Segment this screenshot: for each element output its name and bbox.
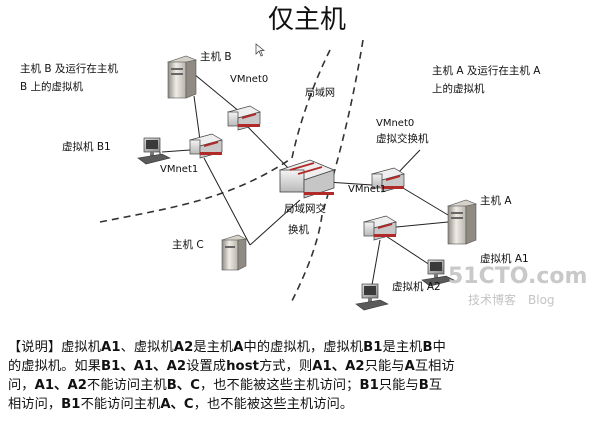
label-host-a-desc-1: 主机 A 及运行在主机 A: [432, 64, 541, 77]
label-host-a: 主机 A: [480, 194, 512, 207]
page-title: 仅主机: [268, 5, 346, 35]
host-c-server-icon: [221, 234, 247, 271]
label-host-a-desc-2: 上的虚拟机: [432, 82, 485, 95]
vmnet0-switch-left-icon: [227, 105, 261, 131]
vmnet1-switch-right-icon: [363, 215, 397, 241]
vmnet0-switch-right-icon: [371, 167, 405, 193]
dashed-separator-left: [99, 49, 331, 223]
host-a-server-icon: [447, 199, 477, 245]
vm-a2-computer-icon: [355, 283, 389, 311]
label-lan: 局域网: [305, 86, 335, 99]
description-line-1: 【说明】虚拟机A1、虚拟机A2是主机A中的虚拟机，虚拟机B1是主机B中: [8, 340, 446, 355]
vmnet1-switch-left-icon: [189, 133, 223, 159]
mouse-cursor-icon: [255, 43, 265, 57]
label-vmnet0-left: VMnet0: [230, 74, 268, 85]
description-line-4: 相访问，B1不能访问主机A、C，也不能被这些主机访问。: [8, 397, 354, 412]
label-virtual-switch: 虚拟交换机: [376, 132, 429, 145]
label-vmnet0-right: VMnet0: [376, 118, 414, 129]
label-host-b-desc-2: B 上的虚拟机: [20, 80, 84, 93]
label-vm-a1: 虚拟机 A1: [480, 252, 529, 265]
label-lan-switch-2: 换机: [288, 223, 309, 236]
watermark-site: 51CTO.com: [448, 264, 587, 289]
label-vmnet1-left: VMnet1: [160, 164, 198, 175]
label-host-c: 主机 C: [172, 238, 204, 251]
vm-a1-computer-icon: [421, 259, 455, 287]
label-vmnet1-right: VMnet1: [348, 184, 386, 195]
label-vm-a2: 虚拟机 A2: [392, 280, 441, 293]
label-host-b: 主机 B: [200, 50, 232, 63]
description-paragraph: 【说明】虚拟机A1、虚拟机A2是主机A中的虚拟机，虚拟机B1是主机B中 的虚拟机…: [8, 338, 608, 414]
host-b-server-icon: [167, 55, 197, 99]
description-line-2: 的虚拟机。如果B1、A1、A2设置成host方式，则A1、A2只能与A互相访: [8, 359, 455, 374]
vm-b1-computer-icon: [137, 137, 171, 165]
label-vm-b1: 虚拟机 B1: [62, 140, 111, 153]
network-links: [159, 73, 449, 286]
lan-switch-icon: [278, 159, 336, 199]
label-lan-switch-1: 局域网交: [284, 202, 326, 215]
dashed-separator-right: [289, 39, 364, 306]
watermark-sub: 技术博客: [468, 292, 516, 307]
description-line-3: 问，A1、A2不能访问主机B、C，也不能被这些主机访问；B1只能与B互: [8, 378, 443, 393]
watermark-blog: Blog: [528, 293, 555, 307]
label-host-b-desc-1: 主机 B 及运行在主机: [20, 62, 118, 75]
